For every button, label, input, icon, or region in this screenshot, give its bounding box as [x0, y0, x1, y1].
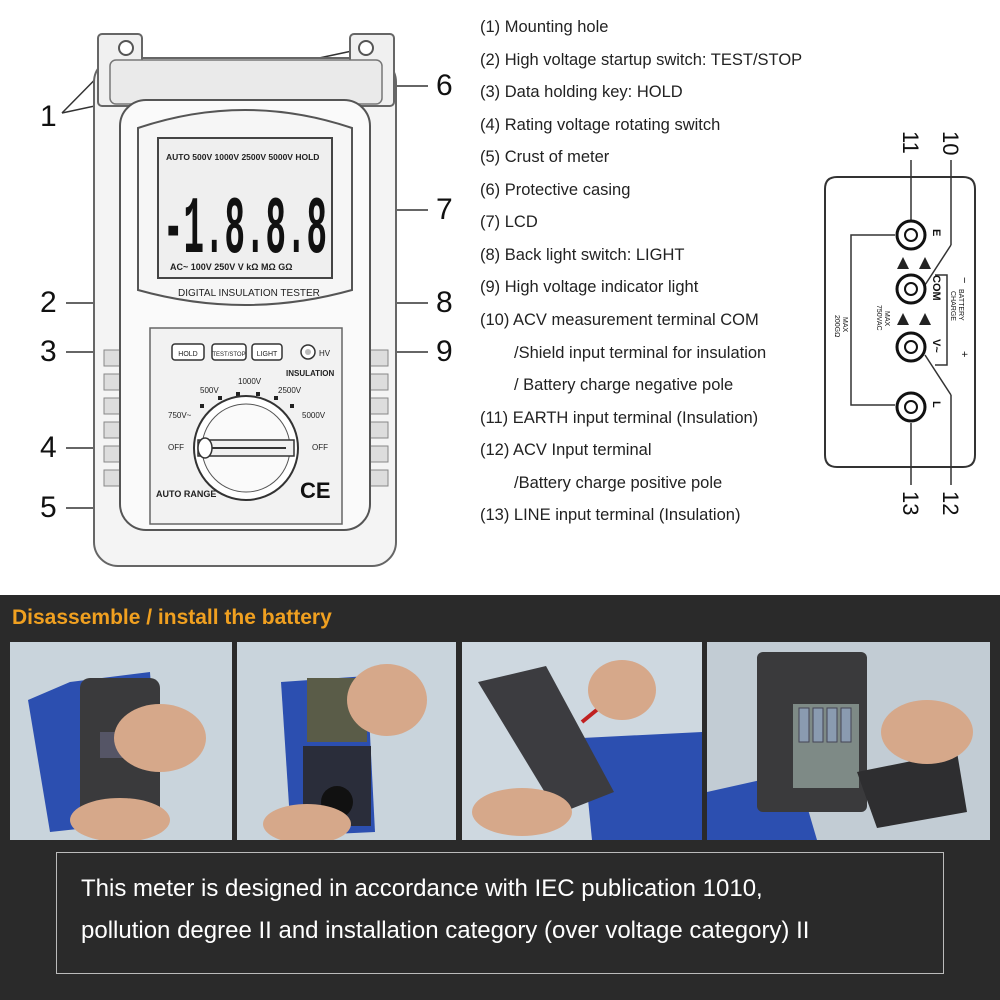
hold-button[interactable]: HOLD: [171, 343, 205, 361]
insulation-label: INSULATION: [286, 369, 335, 378]
test-stop-button[interactable]: TEST/STOP: [211, 343, 247, 361]
dial-label-off-right: OFF: [312, 443, 328, 452]
legend-item: (6) Protective casing: [480, 181, 631, 199]
compliance-note: This meter is designed in accordance wit…: [56, 852, 944, 974]
callout-6: 6: [436, 69, 453, 102]
test-stop-button-label: TEST/STOP: [212, 352, 245, 358]
max-label-1: MAX: [883, 311, 890, 327]
legend-item: (4) Rating voltage rotating switch: [480, 116, 721, 134]
max-value-1: 750VAC: [875, 305, 882, 331]
legend-item: (10) ACV measurement terminal COM: [480, 311, 759, 329]
terminal-e[interactable]: [895, 219, 927, 251]
terminal-num-13: 13: [898, 491, 923, 515]
battery-photo-4: [707, 642, 990, 840]
minus-sign: −: [958, 277, 970, 283]
terminal-num-11: 11: [898, 131, 923, 154]
terminal-v[interactable]: [895, 331, 927, 363]
note-line-2: pollution degree II and installation cat…: [81, 917, 810, 944]
warning-icon: [897, 257, 931, 325]
callout-3: 3: [40, 335, 57, 368]
legend-item: /Shield input terminal for insulation: [514, 344, 767, 362]
section-title: Disassemble / install the battery: [12, 606, 332, 629]
terminal-label-l: L: [930, 401, 942, 408]
legend-item: (12) ACV Input terminal: [480, 441, 652, 459]
dial-label-750v: 750V~: [168, 411, 192, 420]
rotary-switch[interactable]: [193, 395, 299, 501]
lcd-top-labels: AUTO 500V 1000V 2500V 5000V HOLD: [166, 152, 319, 162]
callout-1: 1: [40, 100, 57, 133]
legend-item: (1) Mounting hole: [480, 18, 609, 36]
dial-label-500v: 500V: [200, 386, 219, 395]
callout-2: 2: [40, 286, 57, 319]
charge-label: CHARGE: [949, 291, 956, 321]
legend-item: (8) Back light switch: LIGHT: [480, 246, 685, 264]
max-value-2: 200GΩ: [833, 315, 840, 337]
legend-item: (9) High voltage indicator light: [480, 278, 699, 296]
mounting-hole-right: [358, 40, 374, 56]
mounting-hole-left: [118, 40, 134, 56]
model-label: DIGITAL INSULATION TESTER: [178, 288, 320, 299]
callout-5: 5: [40, 491, 57, 524]
battery-photo-1: [10, 642, 232, 840]
meter-illustration: AUTO 500V 1000V 2500V 5000V HOLD -1.8.8.…: [61, 33, 428, 567]
max-label-2: MAX: [841, 317, 848, 333]
terminal-com[interactable]: [895, 273, 927, 305]
terminal-l[interactable]: [895, 391, 927, 423]
battery-label: BATTERY: [957, 289, 964, 321]
legend-item: (5) Crust of meter: [480, 148, 610, 166]
hold-button-label: HOLD: [178, 351, 197, 358]
terminal-num-12: 12: [938, 491, 963, 515]
callout-9: 9: [436, 335, 453, 368]
light-button-label: LIGHT: [257, 351, 278, 358]
dial-label-off-left: OFF: [168, 443, 184, 452]
dial-label-1000v: 1000V: [238, 377, 262, 386]
plus-sign: +: [958, 351, 970, 357]
terminal-label-e: E: [930, 229, 942, 236]
hv-label: HV: [319, 349, 331, 358]
auto-range-label: AUTO RANGE: [156, 489, 216, 499]
terminal-label-v: V~: [930, 339, 942, 353]
callout-4: 4: [40, 431, 57, 464]
legend-item: (13) LINE input terminal (Insulation): [480, 506, 741, 524]
terminal-label-com: COM: [930, 275, 942, 301]
legend-item: (2) High voltage startup switch: TEST/ST…: [480, 51, 803, 69]
callout-7: 7: [436, 193, 453, 226]
battery-photo-3: [462, 642, 702, 840]
battery-photo-2: [237, 642, 456, 840]
dial-label-5000v: 5000V: [302, 411, 326, 420]
note-line-1: This meter is designed in accordance wit…: [81, 875, 763, 902]
ce-mark: CE: [300, 478, 331, 503]
lcd-digits: -1.8.8.8: [163, 184, 327, 277]
light-button[interactable]: LIGHT: [251, 343, 283, 361]
diagram-section: AUTO 500V 1000V 2500V 5000V HOLD -1.8.8.…: [40, 18, 976, 567]
legend-item: /Battery charge positive pole: [514, 474, 723, 492]
callout-8: 8: [436, 286, 453, 319]
lcd-screen: [157, 137, 333, 279]
lcd-bottom-labels: AC~ 100V 250V V kΩ MΩ GΩ: [170, 262, 292, 272]
terminal-num-10: 10: [938, 131, 963, 155]
legend-item: (7) LCD: [480, 213, 538, 231]
legend-item: (11) EARTH input terminal (Insulation): [480, 409, 759, 427]
terminal-diagram: 11 10 13 12: [824, 131, 976, 515]
legend-item: (3) Data holding key: HOLD: [480, 83, 683, 101]
legend-item: / Battery charge negative pole: [514, 376, 734, 394]
dial-label-2500v: 2500V: [278, 386, 302, 395]
